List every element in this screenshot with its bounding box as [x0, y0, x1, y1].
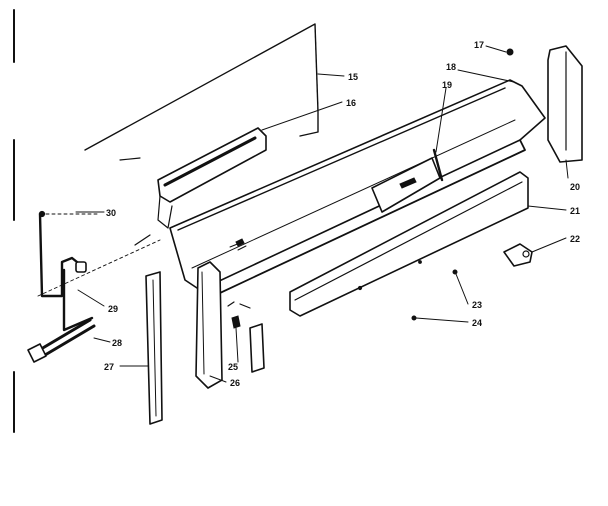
part-screw-24: [411, 315, 417, 321]
callout-19: 19: [442, 80, 452, 90]
part-back-panel: [84, 23, 319, 246]
callout-16: 16: [346, 98, 356, 108]
callout-29: 29: [108, 304, 118, 314]
part-upper-trim: [157, 127, 267, 229]
part-right-end-cap: [547, 45, 583, 163]
part-vertical-strip: [145, 271, 163, 425]
assembly-lines: [37, 213, 161, 297]
callout-27: 27: [104, 362, 114, 372]
callout-20: 20: [570, 182, 580, 192]
callout-22: 22: [570, 234, 580, 244]
callout-21: 21: [570, 206, 580, 216]
callout-23: 23: [472, 300, 482, 310]
callout-26: 26: [230, 378, 240, 388]
leader-lines: [75, 45, 569, 383]
callout-15: 15: [348, 72, 358, 82]
part-wire-harness: [27, 212, 96, 363]
callout-25: 25: [228, 362, 238, 372]
callout-18: 18: [446, 62, 456, 72]
part-screw-23: [452, 269, 458, 275]
callout-28: 28: [112, 338, 122, 348]
callout-30: 30: [106, 208, 116, 218]
part-connector: [503, 243, 533, 267]
part-small-bracket: [249, 323, 265, 373]
callout-24: 24: [472, 318, 482, 328]
callout-17: 17: [474, 40, 484, 50]
part-switch-plate: [371, 148, 444, 213]
callout-labels: 15 16 17 18 19 20 21 22 23 24 25 26 27 2…: [104, 40, 580, 388]
part-lower-trim: [289, 171, 529, 317]
part-left-end-bracket: [195, 261, 223, 389]
part-clip: [227, 301, 251, 329]
part-screw-17: [506, 48, 514, 56]
